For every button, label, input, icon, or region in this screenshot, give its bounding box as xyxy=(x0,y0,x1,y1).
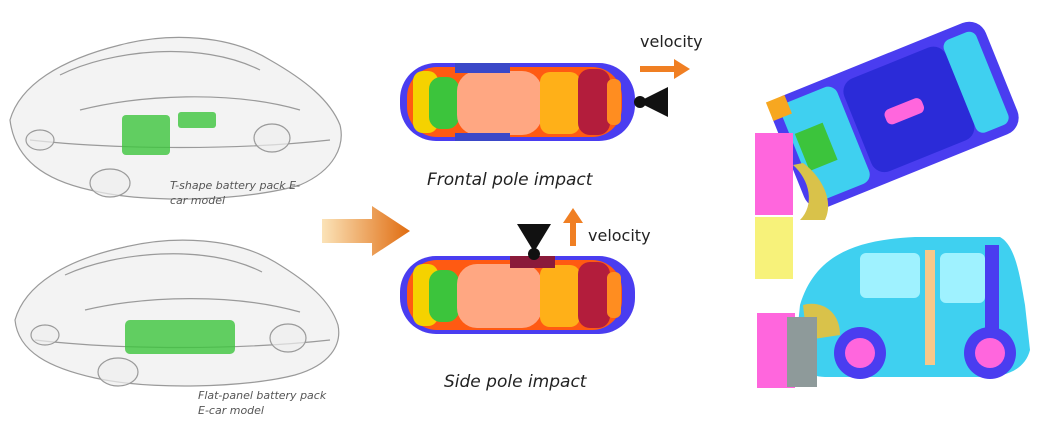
t-shape-car-model xyxy=(9,36,342,200)
deformed-car-top xyxy=(765,21,1019,209)
t-shape-battery-pack xyxy=(122,112,216,155)
crash-simulation xyxy=(755,21,1030,388)
side-car-top-view xyxy=(400,256,635,334)
left-car-models xyxy=(9,36,342,387)
t-shape-caption: T-shape battery pack E-car model xyxy=(170,179,301,207)
deformed-car-side xyxy=(796,237,1030,379)
frontal-car-top-view xyxy=(400,63,635,141)
side-velocity-arrow xyxy=(563,208,583,246)
side-pole-caption: Side pole impact xyxy=(444,372,587,392)
triangle-pole-icon xyxy=(634,87,668,117)
flat-panel-car-model xyxy=(14,239,340,387)
frontal-pole-caption: Frontal pole impact xyxy=(427,170,593,190)
side-pole-icon xyxy=(517,224,551,260)
flat-panel-caption: Flat-panel battery pack E-car model xyxy=(198,389,327,417)
side-velocity-label: velocity xyxy=(588,226,651,245)
right-arrow-icon xyxy=(322,206,410,256)
flat-panel-battery-pack xyxy=(125,320,235,354)
frontal-velocity-label: velocity xyxy=(640,32,703,51)
frontal-velocity-arrow xyxy=(640,59,690,79)
